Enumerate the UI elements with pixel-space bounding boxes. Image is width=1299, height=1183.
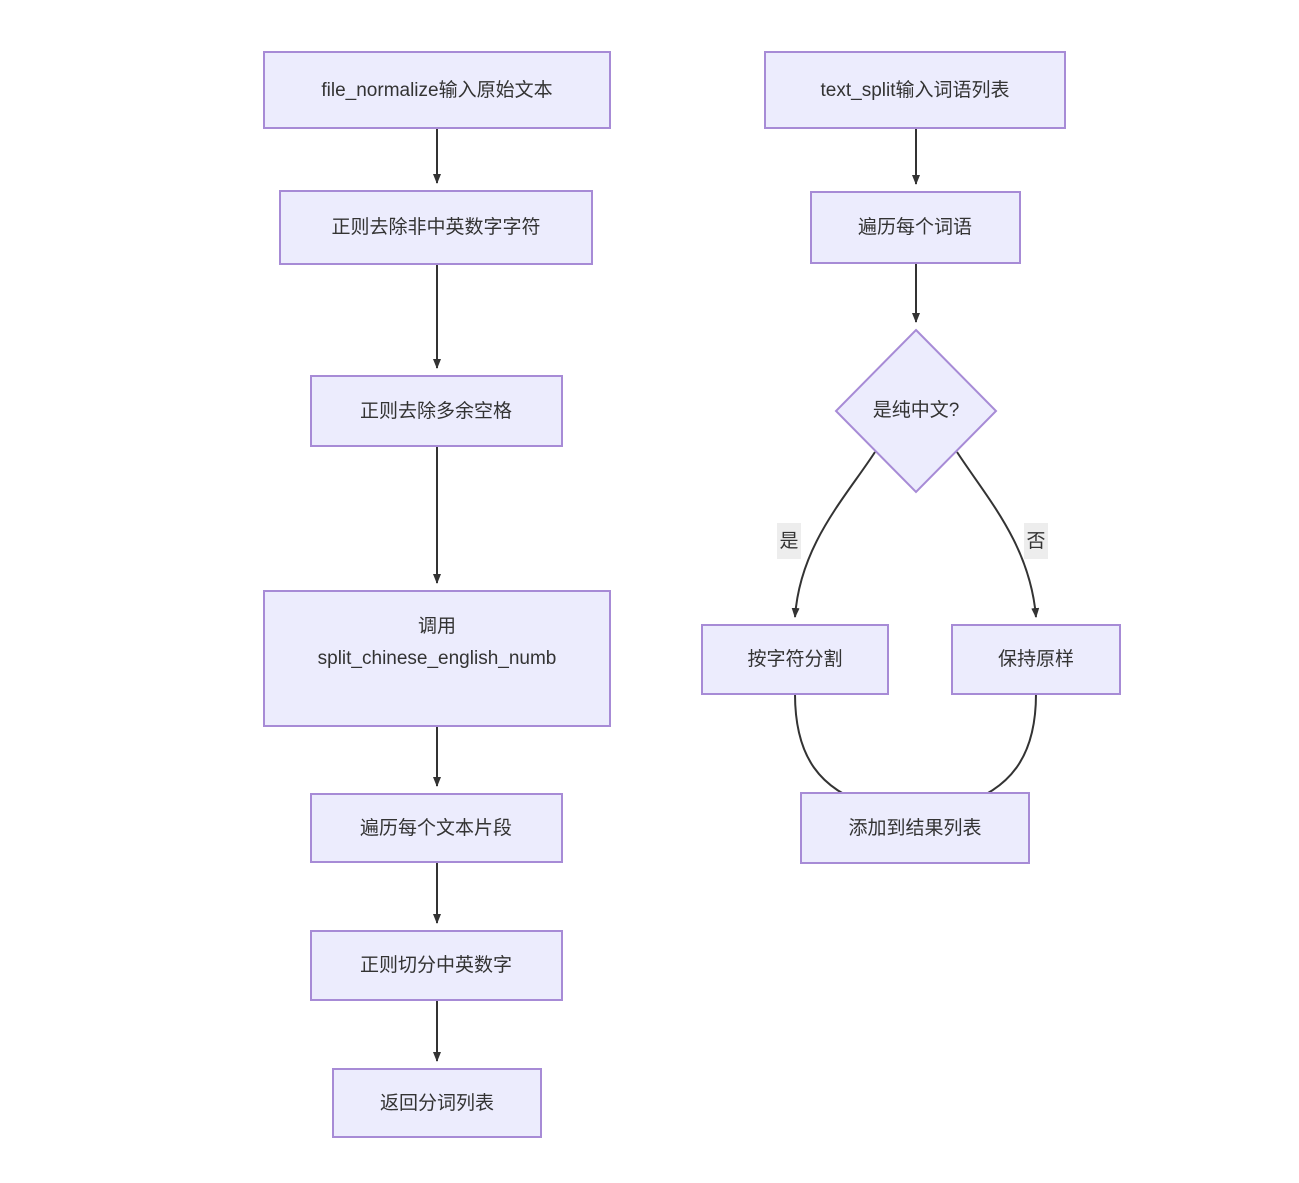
node-R2-label: 遍历每个词语 (858, 216, 972, 238)
node-R1-label: text_split输入词语列表 (821, 79, 1010, 101)
node-R4-shape (701, 624, 889, 695)
node-L6-label: 正则切分中英数字 (360, 954, 512, 976)
edge-R5-R6 (957, 693, 1037, 808)
node-R3[interactable]: 是纯中文? (834, 328, 998, 494)
edge-R4-R6 (794, 693, 873, 808)
node-R3-shape (834, 328, 998, 494)
node-L2[interactable]: 正则去除非中英数字字符 (279, 190, 593, 265)
edge-label-no-text: 否 (1026, 531, 1045, 552)
node-L5-label: 遍历每个文本片段 (360, 817, 512, 839)
node-L2-shape (279, 190, 593, 265)
node-R2-shape (810, 191, 1021, 264)
node-L3-label: 正则去除多余空格 (360, 400, 512, 422)
node-R1-shape (764, 51, 1066, 129)
node-L1-shape (263, 51, 611, 129)
node-R6[interactable]: 添加到结果列表 (800, 792, 1030, 864)
node-L2-label: 正则去除非中英数字字符 (331, 216, 540, 238)
node-L4-label-line1: 调用 (418, 615, 456, 637)
node-L5-shape (310, 793, 563, 863)
edge-label-no: 否 (1024, 523, 1048, 559)
node-L4-label-line2: split_chinese_english_numb (318, 648, 557, 669)
node-L7[interactable]: 返回分词列表 (332, 1068, 542, 1138)
node-R1[interactable]: text_split输入词语列表 (764, 51, 1066, 129)
node-L4[interactable]: 调用 split_chinese_english_numb (263, 590, 611, 727)
node-L6[interactable]: 正则切分中英数字 (310, 930, 563, 1001)
node-L5[interactable]: 遍历每个文本片段 (310, 793, 563, 863)
node-R2[interactable]: 遍历每个词语 (810, 191, 1021, 264)
edge-R3-R5-no (956, 451, 1040, 618)
node-R5-label: 保持原样 (998, 648, 1074, 670)
node-R4-label: 按字符分割 (747, 648, 842, 670)
node-R5[interactable]: 保持原样 (951, 624, 1121, 695)
node-L3[interactable]: 正则去除多余空格 (310, 375, 563, 447)
edge-R3-R4-yes (791, 451, 876, 618)
node-L1-label: file_normalize输入原始文本 (321, 79, 552, 101)
edge-label-no-bg (1024, 523, 1048, 559)
node-L7-shape (332, 1068, 542, 1138)
node-L7-label: 返回分词列表 (380, 1092, 494, 1114)
node-L4-shape (263, 590, 611, 727)
node-R4[interactable]: 按字符分割 (701, 624, 889, 695)
node-L6-shape (310, 930, 563, 1001)
node-L1[interactable]: file_normalize输入原始文本 (263, 51, 611, 129)
node-R6-label: 添加到结果列表 (848, 817, 981, 839)
node-R6-shape (800, 792, 1030, 864)
edge-label-yes-text: 是 (779, 531, 798, 552)
node-R5-shape (951, 624, 1121, 695)
edge-label-yes: 是 (777, 523, 801, 559)
edge-label-yes-bg (777, 523, 801, 559)
node-R3-label: 是纯中文? (873, 399, 960, 421)
node-L3-shape (310, 375, 563, 447)
